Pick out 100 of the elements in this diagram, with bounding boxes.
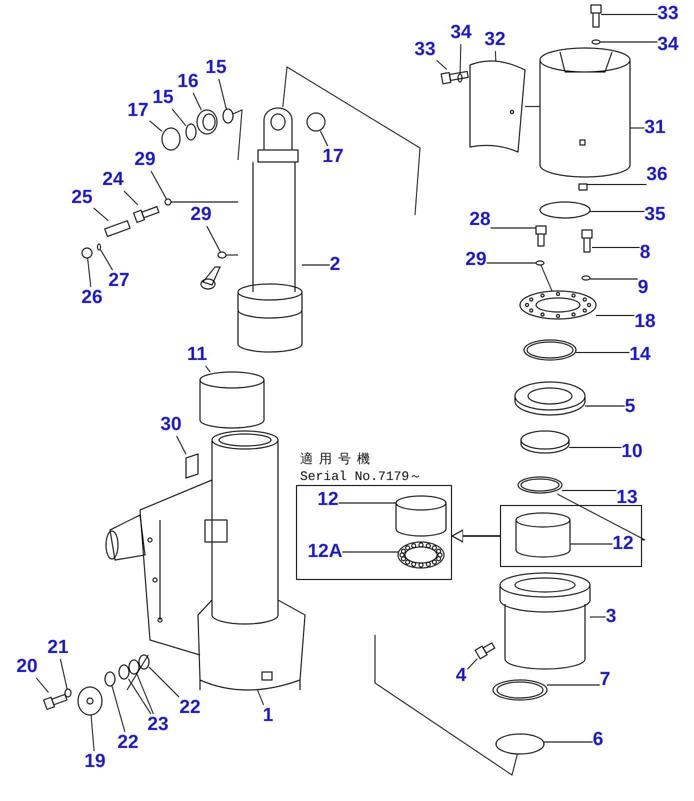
bolt-drawing (536, 226, 546, 246)
callout-number: 8 (640, 243, 650, 263)
bushing-drawing (516, 512, 570, 558)
leader-line (36, 678, 49, 693)
leader-line (172, 108, 186, 126)
plate-drawing (520, 290, 596, 320)
callout-number: 30 (160, 415, 182, 435)
callout-number: 36 (646, 165, 668, 185)
washer-drawing (164, 198, 172, 206)
bolt-drawing (474, 642, 496, 660)
callout-number: 32 (484, 30, 506, 50)
callout-number: 11 (186, 345, 208, 365)
bushing-drawing (196, 110, 218, 134)
leader-line (562, 490, 617, 491)
callout-number: 5 (624, 397, 636, 417)
callout-number: 1 (262, 706, 274, 726)
leader-line (149, 120, 162, 132)
callout-number: 24 (102, 170, 124, 190)
cap-nut-drawing (82, 248, 92, 258)
leader-line (148, 666, 180, 698)
valve-drawing (104, 220, 131, 238)
washer-drawing (64, 688, 72, 698)
cover-drawing (540, 48, 630, 178)
callout-number: 12 (612, 534, 634, 554)
leader-line (205, 366, 211, 372)
leader-line (93, 208, 109, 222)
leader-line (87, 258, 92, 288)
leader-line (176, 436, 186, 455)
callout-number: 15 (152, 88, 174, 108)
tab-drawing (578, 184, 588, 190)
callout-number: 26 (81, 288, 103, 308)
leader-line (60, 658, 68, 690)
leader-line (124, 190, 138, 206)
callout-number: 27 (108, 271, 130, 291)
callout-number: 13 (616, 488, 638, 508)
leader-line (112, 686, 126, 732)
leader-line (466, 658, 478, 670)
callout-number: 34 (657, 35, 679, 55)
leader-line (206, 226, 221, 252)
leader-line (600, 14, 658, 15)
callout-number: 23 (147, 715, 169, 735)
leader-line (150, 170, 167, 200)
leader-line (218, 78, 227, 110)
callout-number: 16 (177, 72, 199, 92)
callout-number: 17 (127, 101, 149, 121)
applicability-note: 適用号機 (300, 452, 376, 467)
callout-number: 2 (330, 255, 340, 275)
ring-drawing (524, 340, 576, 360)
washer-drawing (458, 74, 462, 82)
callout-number: 29 (190, 205, 212, 225)
callout-number: 22 (117, 733, 139, 753)
leader-line (100, 249, 113, 270)
flange-drawing (514, 382, 586, 416)
applicability-note: Serial No.7179～ (300, 469, 422, 484)
cover-drawing (78, 686, 102, 716)
callout-number: 29 (465, 250, 487, 270)
bolt-drawing (582, 230, 592, 252)
leader-line (556, 494, 646, 540)
leader-line (586, 184, 647, 185)
washer-drawing (97, 244, 101, 250)
leader-line (494, 50, 496, 62)
leader-line (126, 654, 149, 690)
leader-line (232, 109, 242, 160)
bushing-drawing (396, 496, 446, 536)
callout-number: 4 (456, 666, 466, 686)
washer-drawing (592, 40, 600, 44)
washer-drawing (218, 252, 226, 258)
leader-line (226, 254, 238, 256)
leader-line (257, 690, 264, 706)
housing-drawing (500, 572, 590, 670)
o-ring-drawing (222, 108, 234, 124)
leader-line (590, 211, 645, 212)
callout-number: 20 (16, 657, 38, 677)
callout-number: 19 (84, 752, 106, 772)
leader-line (90, 714, 95, 752)
callout-number: 25 (71, 188, 93, 208)
bushing-drawing (200, 372, 264, 428)
washer-drawing (536, 260, 544, 266)
snap-ring-drawing (162, 128, 180, 150)
callout-number: 28 (469, 210, 491, 230)
leader-line (486, 262, 536, 264)
leader-line (546, 684, 600, 686)
o-ring-drawing (186, 124, 196, 140)
callout-number: 33 (657, 4, 679, 24)
bearing-drawing (398, 542, 444, 568)
ring-drawing (492, 680, 548, 700)
callout-number: 12 (317, 490, 339, 510)
snap-ring-drawing (306, 112, 326, 132)
leader-line (136, 674, 154, 714)
callout-number: 18 (634, 312, 656, 332)
bolt-drawing (440, 70, 469, 84)
ring-drawing (518, 476, 562, 494)
leader-line (524, 106, 540, 107)
leader-line (590, 616, 606, 618)
callout-number: 14 (629, 345, 651, 365)
callout-number: 34 (450, 23, 472, 43)
bolt-drawing (590, 4, 602, 28)
callout-number: 22 (179, 698, 201, 718)
callout-number: 9 (638, 278, 648, 298)
leader-line (540, 264, 552, 292)
